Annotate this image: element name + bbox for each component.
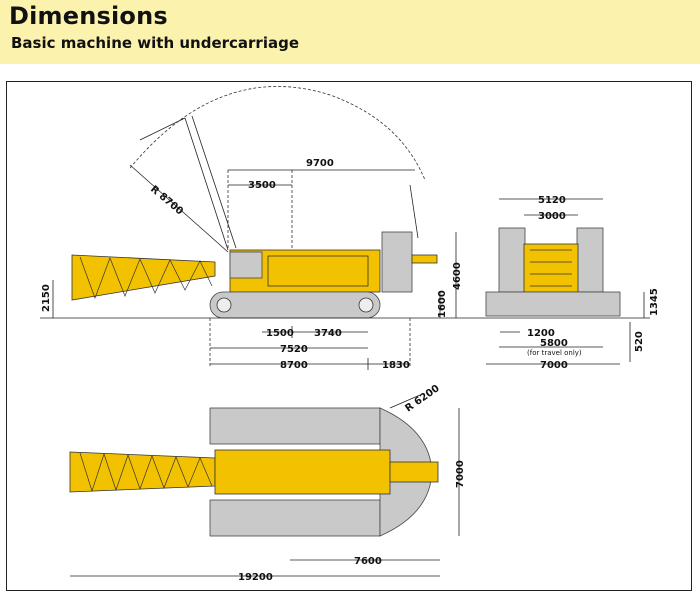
front-undercarriage (485, 291, 621, 317)
page-subtitle: Basic machine with undercarriage (11, 34, 299, 52)
top-boom (69, 451, 216, 493)
dim-3500: 3500 (248, 180, 276, 191)
boom-lattice (71, 254, 216, 301)
mast (409, 184, 419, 239)
front-track-left (498, 227, 526, 293)
dim-5800: 5800 (540, 338, 568, 349)
side-track (209, 291, 381, 319)
dim-520: 520 (634, 331, 645, 352)
header-band: Dimensions Basic machine with undercarri… (0, 0, 700, 64)
page-title: Dimensions (9, 2, 168, 30)
radius-6200-label: R 6200 (403, 383, 441, 414)
front-track-right (576, 227, 604, 293)
front-view: 5120 3000 1345 1200 5800 (for travel onl… (470, 195, 660, 371)
top-superstructure (214, 449, 391, 495)
dim-2150: 2150 (41, 284, 52, 312)
top-track-lower (209, 499, 381, 537)
front-body (523, 243, 579, 293)
dim-1345: 1345 (649, 288, 660, 316)
dim-8700: 8700 (280, 360, 308, 371)
dim-3740: 3740 (314, 328, 342, 339)
dim-1830: 1830 (382, 360, 410, 371)
counterweight (381, 231, 413, 293)
swing-arc (129, 86, 426, 181)
dim-9700: 9700 (306, 158, 334, 169)
dim-top-7000: 7000 (455, 460, 466, 488)
radius-8700-label: R 8700 (148, 184, 185, 218)
travel-note: (for travel only) (527, 349, 582, 357)
raised-boom (184, 117, 229, 251)
dim-7520: 7520 (280, 344, 308, 355)
cab (229, 251, 263, 279)
top-view: R 6200 7000 7600 19200 (69, 383, 466, 583)
dim-front-7000: 7000 (540, 360, 568, 371)
dim-3000: 3000 (538, 211, 566, 222)
dim-7600: 7600 (354, 556, 382, 567)
top-track-upper (209, 407, 381, 445)
dim-4600: 4600 (452, 262, 463, 290)
dim-1200: 1200 (527, 328, 555, 339)
drawing-frame (6, 81, 692, 591)
dim-19200: 19200 (238, 572, 273, 583)
dim-1500: 1500 (266, 328, 294, 339)
dim-1600: 1600 (437, 290, 448, 318)
dim-5120: 5120 (538, 195, 566, 206)
side-view: R 8700 9700 3500 2150 1600 (40, 86, 470, 371)
